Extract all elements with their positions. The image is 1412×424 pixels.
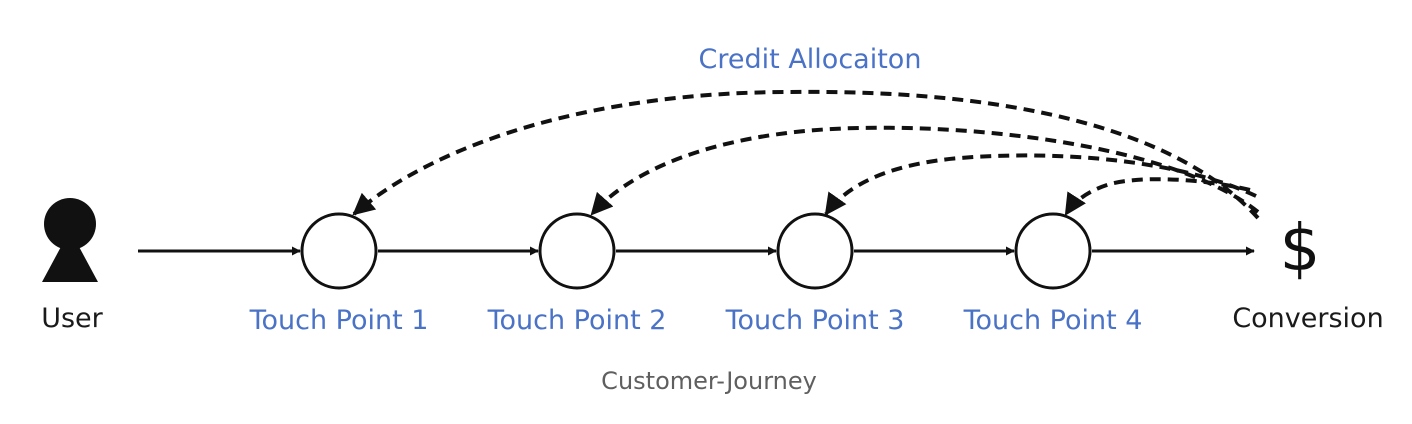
credit-arrow-to-tp3	[824, 153, 1257, 216]
user-label: User	[41, 303, 103, 334]
credit-arrow-to-tp2	[590, 125, 1260, 216]
touch-point-1-node	[300, 212, 378, 290]
credit-arrow-to-tp1	[352, 89, 1260, 220]
user-icon	[42, 198, 98, 282]
touch-point-4-label: Touch Point 4	[963, 305, 1143, 336]
touch-point-2-label: Touch Point 2	[487, 305, 667, 336]
conversion-label: Conversion	[1232, 303, 1384, 334]
touch-point-3-label: Touch Point 3	[725, 305, 905, 336]
credit-arrow-to-tp4	[1064, 177, 1251, 216]
touch-point-2-node	[538, 212, 616, 290]
figure-caption: Customer-Journey	[601, 367, 817, 395]
touch-point-3-node	[776, 212, 854, 290]
touch-point-4-node	[1014, 212, 1092, 290]
touch-point-1-label: Touch Point 1	[249, 305, 429, 336]
dollar-sign-icon: $	[1279, 212, 1321, 286]
credit-allocation-label: Credit Allocaiton	[698, 44, 922, 75]
